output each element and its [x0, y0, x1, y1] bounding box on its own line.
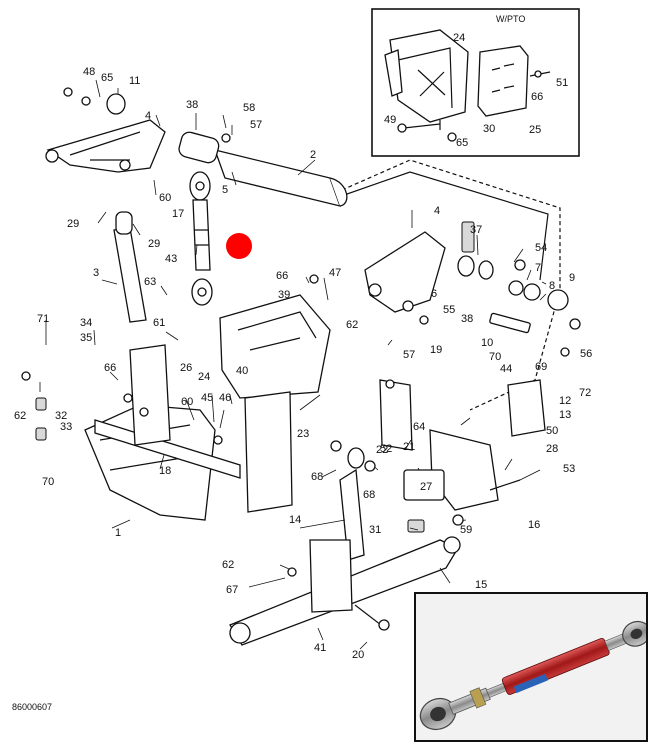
- callout-61: 61: [153, 317, 165, 329]
- callout-20: 20: [352, 649, 364, 661]
- callout-26: 26: [180, 362, 192, 374]
- turnbuckle-photo: [414, 592, 650, 742]
- main-drawing: [21, 79, 581, 650]
- callout-62: 62: [346, 319, 358, 331]
- callout-57: 57: [250, 119, 262, 131]
- callout-40: 40: [236, 365, 248, 377]
- callout-18: 18: [159, 465, 171, 477]
- callout-58: 58: [243, 102, 255, 114]
- callout-34: 34: [80, 317, 92, 329]
- callout-38: 38: [186, 99, 198, 111]
- callout-41: 41: [314, 642, 326, 654]
- callout-17: 17: [172, 208, 184, 220]
- callout-63: 63: [144, 276, 156, 288]
- callout-47: 47: [329, 267, 341, 279]
- callout-46: 46: [219, 392, 231, 404]
- callout-54: 54: [535, 242, 547, 254]
- callout-32: 32: [55, 410, 67, 422]
- callout-65: 65: [456, 137, 468, 149]
- callout-62: 62: [14, 410, 26, 422]
- callout-23: 23: [297, 428, 309, 440]
- callout-50: 50: [546, 425, 558, 437]
- callout-44: 44: [500, 363, 512, 375]
- callout-2: 2: [310, 149, 316, 161]
- callout-29: 29: [148, 238, 160, 250]
- callout-33: 33: [60, 421, 72, 433]
- callout-62: 62: [222, 559, 234, 571]
- callout-68: 68: [311, 471, 323, 483]
- drawing-number: 86000607: [12, 702, 52, 712]
- callout-51: 51: [556, 77, 568, 89]
- callout-28: 28: [546, 443, 558, 455]
- callout-30: 30: [483, 123, 495, 135]
- inset-title: W/PTO: [496, 14, 525, 24]
- callout-66: 66: [531, 91, 543, 103]
- callout-4: 4: [145, 110, 151, 122]
- callout-29: 29: [67, 218, 79, 230]
- callout-24: 24: [453, 32, 465, 44]
- turnbuckle-photo-icon: [416, 594, 650, 740]
- callout-70: 70: [42, 476, 54, 488]
- callout-35: 35: [80, 332, 92, 344]
- callout-22: 22: [376, 444, 388, 456]
- callout-labels: 48 65 11 4 38 58 57 2 5 60 17 29 29 43 3…: [12, 66, 592, 712]
- inset-pto-box: W/PTO 24 51 66 49 30 65 25: [371, 8, 580, 157]
- callout-16: 16: [528, 519, 540, 531]
- callout-66: 66: [276, 270, 288, 282]
- callout-48: 48: [83, 66, 95, 78]
- callout-8: 8: [549, 280, 555, 292]
- callout-68: 68: [363, 489, 375, 501]
- callout-64: 64: [413, 421, 425, 433]
- callout-60: 60: [159, 192, 171, 204]
- callout-43: 43: [165, 253, 177, 265]
- callout-13: 13: [559, 409, 571, 421]
- callout-52: 52: [380, 443, 392, 455]
- callout-21: 21: [403, 441, 415, 453]
- callout-9: 9: [569, 272, 575, 284]
- callout-15: 15: [475, 579, 487, 591]
- callout-19: 19: [430, 344, 442, 356]
- callout-38: 38: [461, 313, 473, 325]
- callout-39: 39: [278, 289, 290, 301]
- callout-24: 24: [198, 371, 210, 383]
- callout-11: 11: [129, 75, 140, 87]
- callout-31: 31: [369, 524, 381, 536]
- callout-49: 49: [384, 114, 396, 126]
- callout-12: 12: [559, 395, 571, 407]
- callout-72: 72: [579, 387, 591, 399]
- callout-57: 57: [403, 349, 415, 361]
- callout-6: 6: [431, 288, 437, 300]
- callout-7: 7: [535, 262, 541, 274]
- callout-5: 5: [222, 184, 228, 196]
- callout-3: 3: [93, 267, 99, 279]
- callout-70: 70: [489, 351, 501, 363]
- callout-4: 4: [434, 205, 440, 217]
- callout-53: 53: [563, 463, 575, 475]
- callout-37: 37: [470, 224, 482, 236]
- callout-59: 59: [460, 524, 472, 536]
- callout-45: 45: [201, 392, 213, 404]
- callout-67: 67: [226, 584, 238, 596]
- callout-65: 65: [101, 72, 113, 84]
- turnbuckle-drawing: [189, 171, 213, 306]
- highlight-marker-icon: [226, 233, 252, 259]
- callout-27: 27: [420, 481, 432, 493]
- callout-14: 14: [289, 514, 301, 526]
- callout-71: 71: [37, 313, 49, 325]
- callout-56: 56: [580, 348, 592, 360]
- inset-callouts: 24 51 66 49 30 65 25: [384, 32, 568, 149]
- callout-1: 1: [115, 527, 121, 539]
- callout-69: 69: [535, 361, 547, 373]
- callout-55: 55: [443, 304, 455, 316]
- callout-10: 10: [481, 337, 493, 349]
- callout-60: 60: [181, 396, 193, 408]
- callout-66: 66: [104, 362, 116, 374]
- callout-25: 25: [529, 124, 541, 136]
